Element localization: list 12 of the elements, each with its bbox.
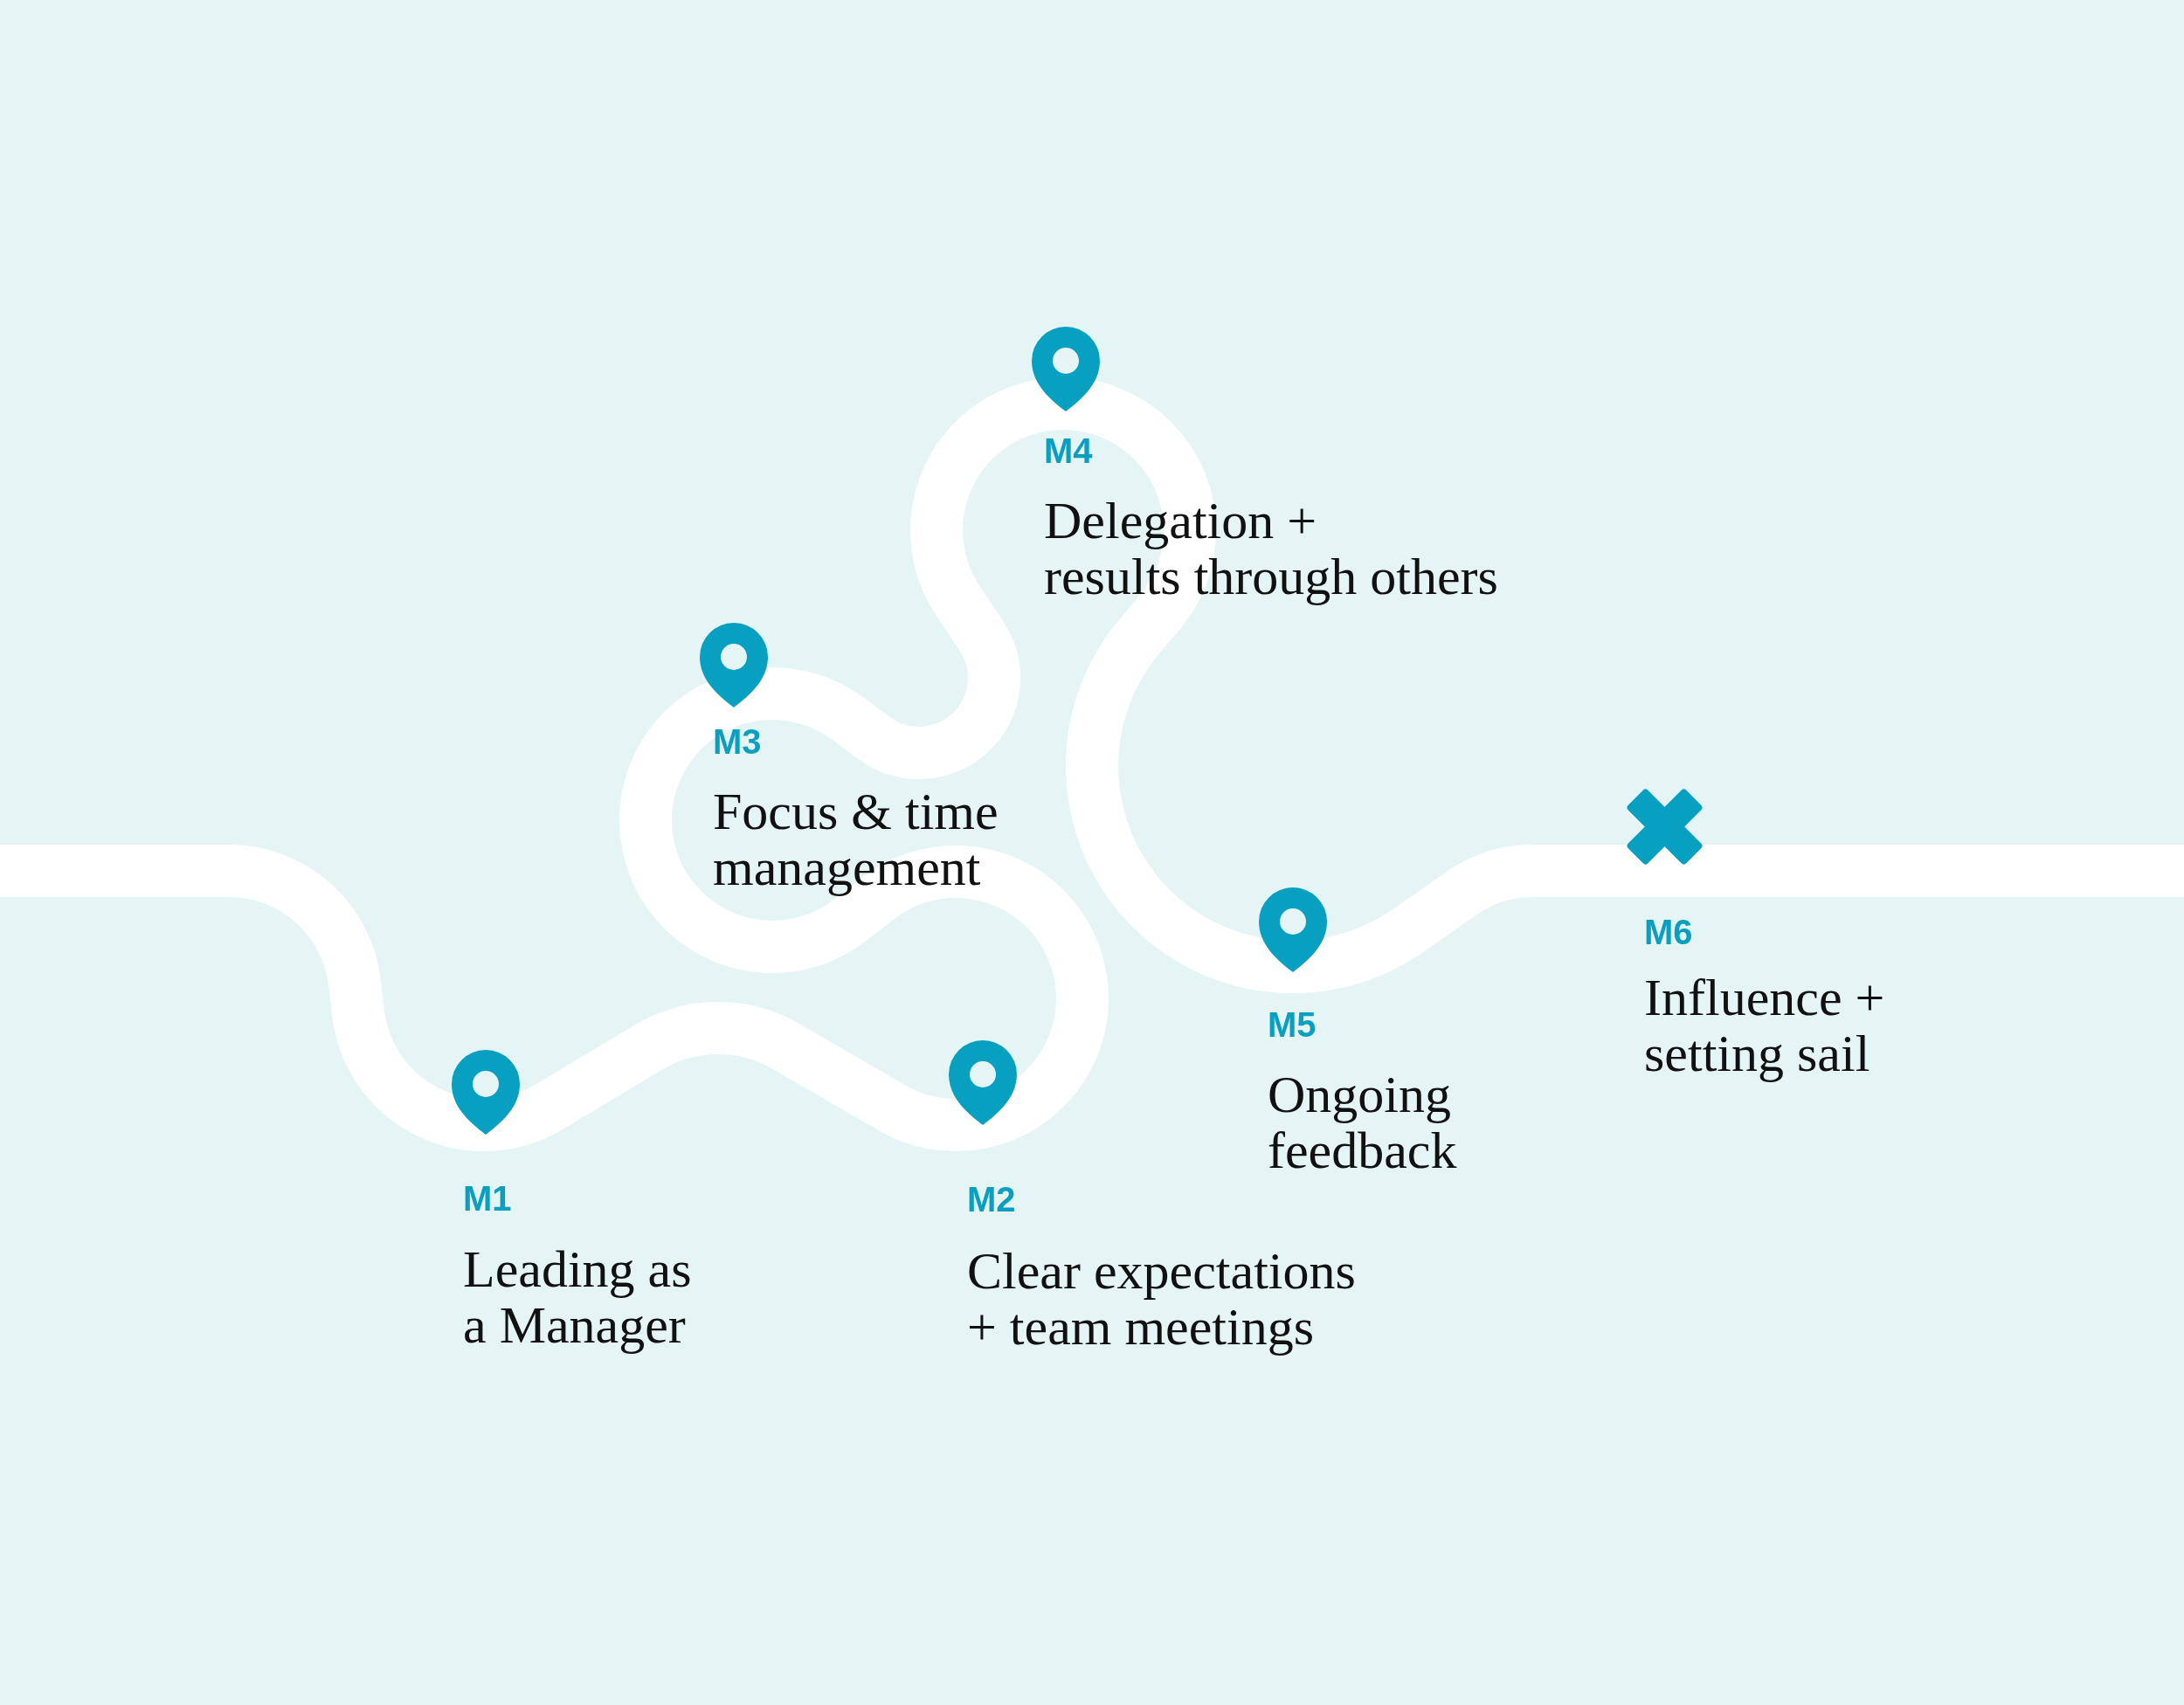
milestone-code: M2 [967, 1182, 1016, 1217]
milestone-code: M3 [713, 724, 762, 759]
milestone-code: M6 [1644, 915, 1693, 949]
milestone-title: Ongoing feedback [1268, 1066, 1457, 1178]
milestone-title: Clear expectations + team meetings [967, 1243, 1356, 1355]
milestone-title: Delegation + results through others [1044, 493, 1498, 604]
milestone-title: Leading as a Manager [463, 1241, 692, 1353]
milestone-code: M5 [1268, 1007, 1317, 1042]
milestone-code: M4 [1044, 433, 1093, 468]
milestone-title: Focus & time management [713, 783, 999, 895]
milestone-title: Influence + setting sail [1644, 970, 1885, 1081]
milestone-code: M1 [463, 1181, 512, 1216]
